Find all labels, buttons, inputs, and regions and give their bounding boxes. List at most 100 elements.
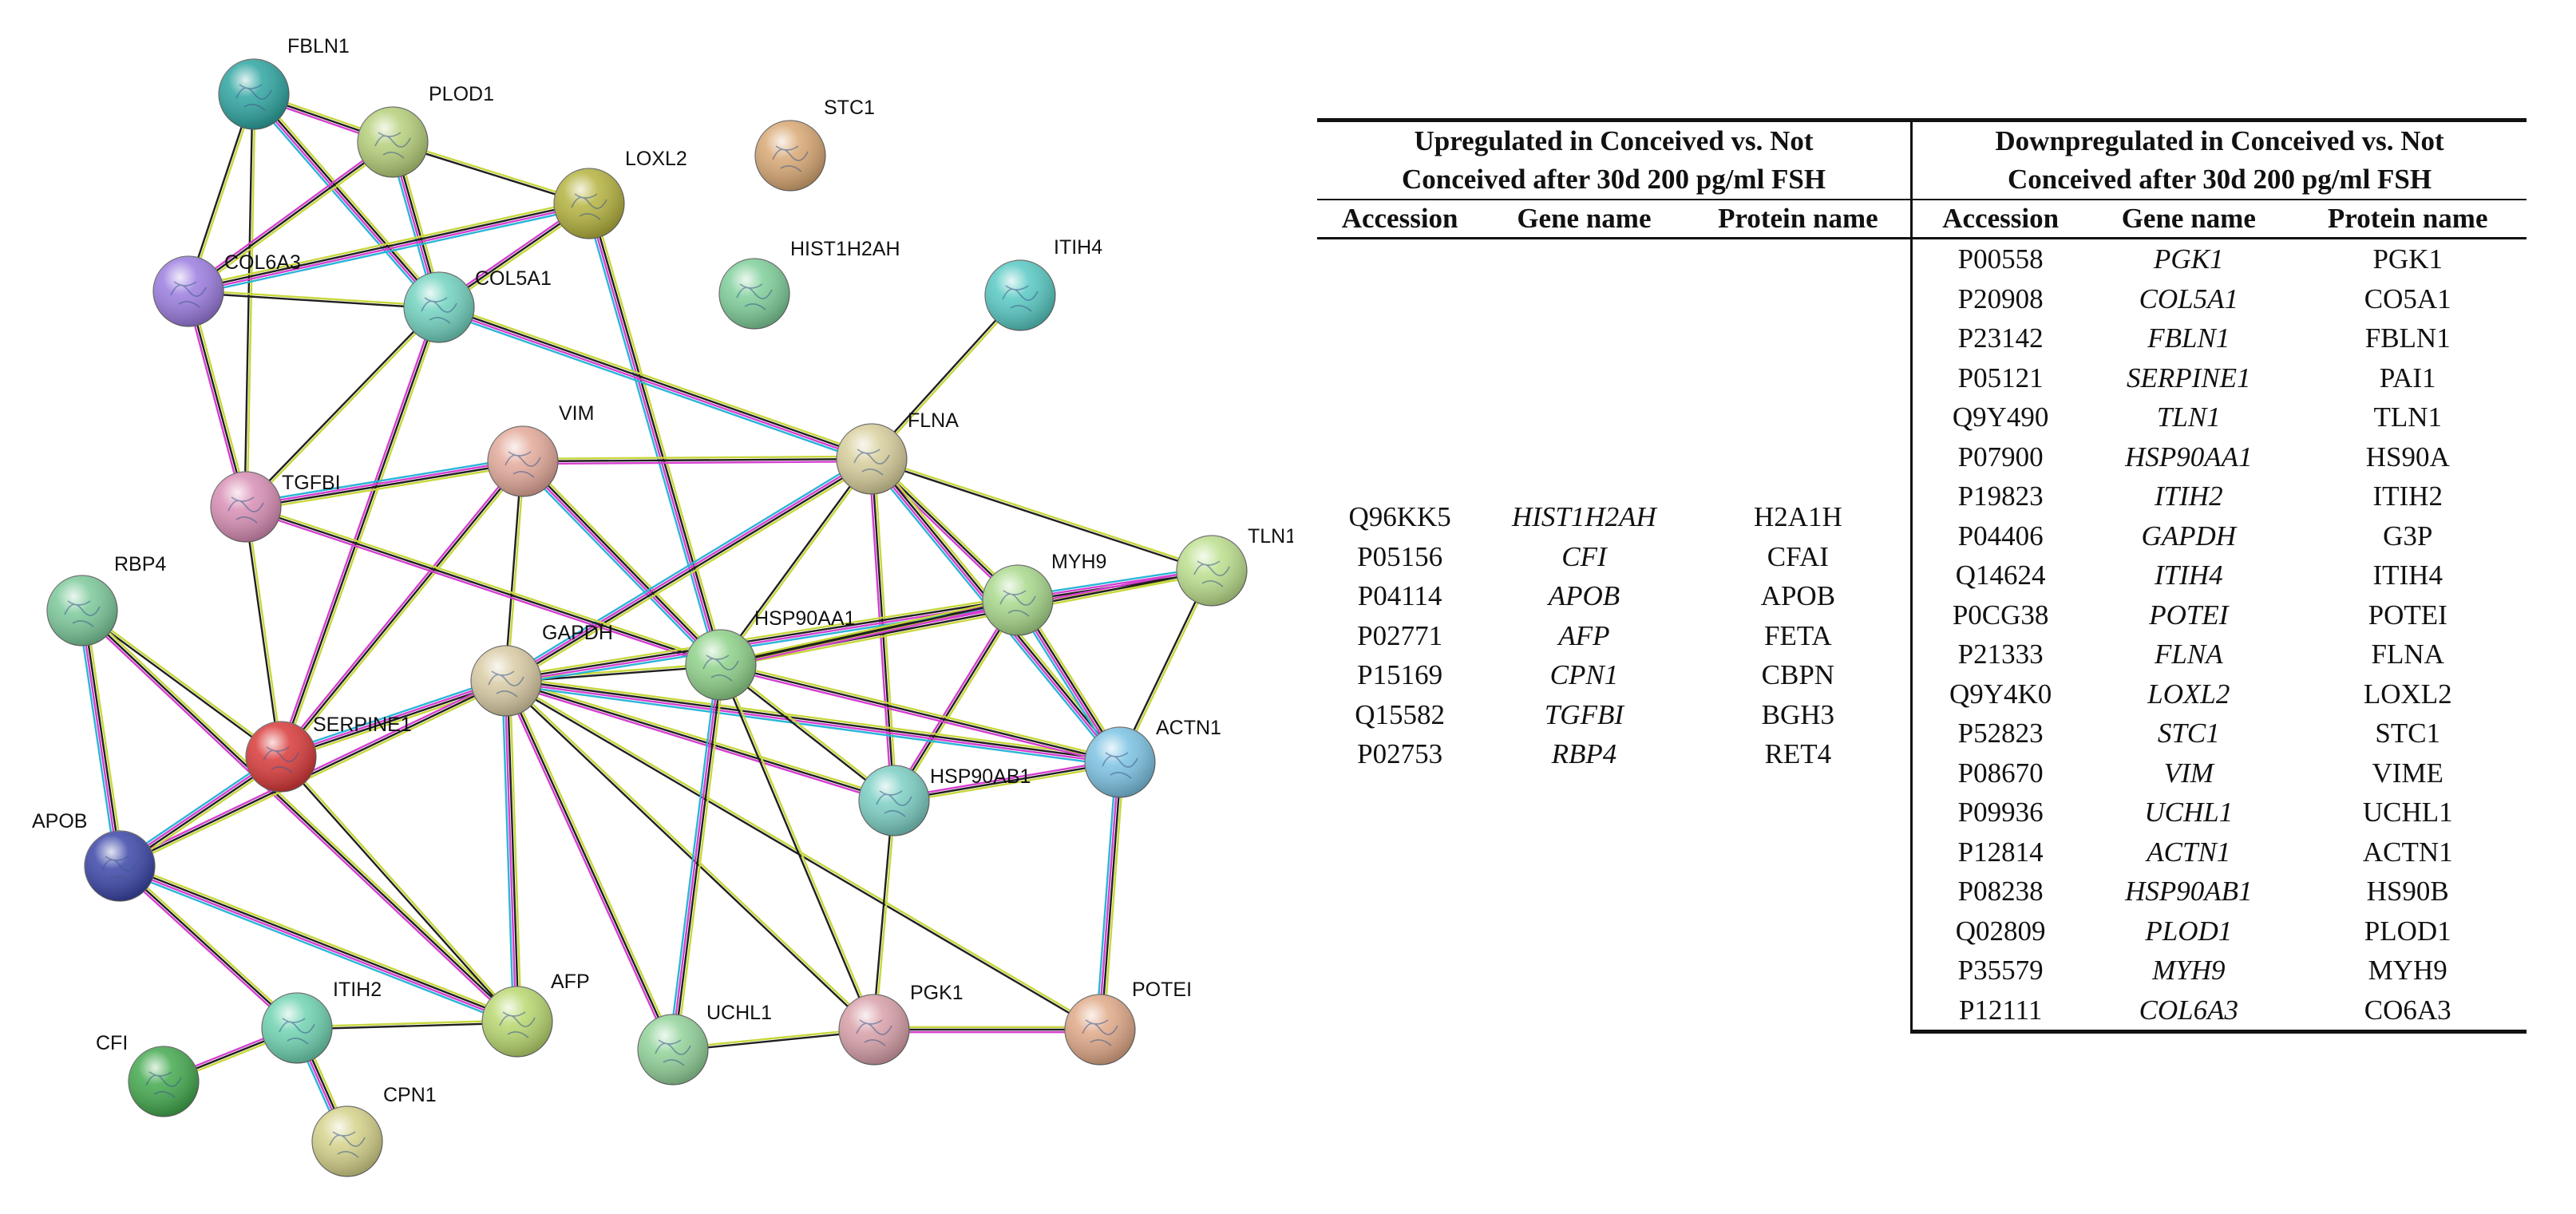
edge-pgk1-potei xyxy=(874,1026,1100,1034)
edge-apob-afp xyxy=(117,861,520,1026)
edge-evidence-line xyxy=(506,678,1121,762)
down-protein-cell: CO6A3 xyxy=(2289,990,2527,1034)
edge-evidence-line xyxy=(522,457,873,463)
node-apob[interactable]: APOB xyxy=(32,810,156,902)
node-plod1[interactable]: PLOD1 xyxy=(357,83,494,178)
node-gapdh[interactable]: GAPDH xyxy=(470,622,613,717)
node-serpine1[interactable]: SERPINE1 xyxy=(245,714,412,793)
protein-structure-icon xyxy=(999,590,1036,617)
node-pgk1[interactable]: PGK1 xyxy=(838,982,964,1066)
node-label: CPN1 xyxy=(383,1084,437,1106)
down-protein-cell: LOXL2 xyxy=(2363,678,2452,710)
node-tgfbi[interactable]: TGFBI xyxy=(210,471,341,543)
node-itih2[interactable]: ITIH2 xyxy=(261,979,382,1064)
edge-evidence-line xyxy=(251,94,439,309)
node-myh9[interactable]: MYH9 xyxy=(982,551,1106,636)
edge-evidence-line xyxy=(501,681,515,1022)
down-accession-cell: P12111 xyxy=(1910,990,2089,1034)
edge-gapdh-apob xyxy=(118,678,508,869)
edge-evidence-line xyxy=(720,596,1018,664)
edge-col6a3-tgfbi xyxy=(184,290,250,508)
protein-structure-icon xyxy=(170,281,207,308)
protein-structure-icon xyxy=(1082,1019,1118,1046)
edge-hsp90aa1-pgk1 xyxy=(718,663,876,1031)
down-protein-cell: POTEI xyxy=(2368,599,2447,631)
down-protein-cell: ACTN1 xyxy=(2362,836,2453,868)
node-cpn1[interactable]: CPN1 xyxy=(311,1084,437,1177)
protein-structure-icon xyxy=(488,670,524,698)
edge-evidence-line xyxy=(245,505,722,666)
node-label: PGK1 xyxy=(910,982,964,1004)
edge-evidence-line xyxy=(188,291,439,310)
edge-evidence-line xyxy=(718,457,872,665)
node-itih4[interactable]: ITIH4 xyxy=(984,236,1102,331)
node-stc1[interactable]: STC1 xyxy=(754,97,875,192)
node-fbln1[interactable]: FBLN1 xyxy=(218,35,350,130)
up-gene-header: Gene name xyxy=(1482,199,1686,239)
edge-evidence-line xyxy=(79,611,516,1025)
edge-evidence-line xyxy=(1095,761,1118,1030)
node-col6a3[interactable]: COL6A3 xyxy=(152,251,301,327)
down-protein-cell: MYH9 xyxy=(2368,955,2447,986)
node-tln1[interactable]: TLN1 xyxy=(1176,525,1293,607)
node-label: AFP xyxy=(551,971,590,993)
node-label: COL6A3 xyxy=(224,251,301,274)
node-col5a1[interactable]: COL5A1 xyxy=(403,267,552,343)
node-hsp90aa1[interactable]: HSP90AA1 xyxy=(685,607,855,701)
edge-evidence-line xyxy=(120,682,508,869)
node-label: ITIH2 xyxy=(333,979,382,1001)
node-flna[interactable]: FLNA xyxy=(836,409,959,495)
node-actn1[interactable]: ACTN1 xyxy=(1084,717,1221,798)
edge-evidence-line xyxy=(189,290,250,507)
node-rbp4[interactable]: RBP4 xyxy=(46,553,166,647)
up-accession-header: Accession xyxy=(1317,199,1483,239)
protein-structure-icon xyxy=(655,1039,691,1066)
node-afp[interactable]: AFP xyxy=(481,971,590,1058)
edge-evidence-line xyxy=(437,310,871,464)
edge-evidence-line xyxy=(297,1022,518,1030)
edge-rbp4-afp xyxy=(79,607,520,1025)
edge-evidence-line xyxy=(507,461,875,686)
node-hsp90ab1[interactable]: HSP90AB1 xyxy=(858,765,1031,836)
edge-evidence-line xyxy=(505,681,874,1032)
node-label: TLN1 xyxy=(1248,525,1293,548)
edge-evidence-line xyxy=(523,460,873,465)
edge-evidence-line xyxy=(279,676,505,754)
edge-evidence-line xyxy=(506,461,525,682)
down-gene-cell: PLOD1 xyxy=(2145,915,2233,947)
node-vim[interactable]: VIM xyxy=(487,402,594,497)
edge-evidence-line xyxy=(245,457,523,504)
edge-evidence-line xyxy=(188,206,591,296)
edge-evidence-line xyxy=(83,607,520,1021)
node-label: COL5A1 xyxy=(475,267,552,290)
down-protein-cell: G3P xyxy=(2383,520,2433,552)
node-hist1h2ah[interactable]: HIST1H2AH xyxy=(718,238,900,330)
node-label: PLOD1 xyxy=(429,83,494,105)
edge-gapdh-pgk1 xyxy=(505,678,876,1032)
edge-hsp90aa1-uchl1 xyxy=(668,664,726,1050)
down-accession-cell: P08670 xyxy=(1910,753,2089,793)
edge-evidence-line xyxy=(117,868,516,1026)
edge-col6a3-col5a1 xyxy=(188,289,440,310)
protein-structure-icon xyxy=(228,496,264,524)
edge-tgfbi-serpine1 xyxy=(243,506,283,757)
node-potei[interactable]: POTEI xyxy=(1064,979,1192,1066)
down-protein-cell: PLOD1 xyxy=(2364,915,2451,947)
edge-hsp90aa1-actn1 xyxy=(719,661,1122,766)
edge-evidence-line xyxy=(281,681,507,759)
edge-myh9-hsp90ab1 xyxy=(891,598,1021,803)
node-uchl1[interactable]: UCHL1 xyxy=(637,1002,772,1085)
downregulated-header-line-1: Downpregulated in Conceived vs. Not xyxy=(1995,125,2444,156)
protein-structure-icon xyxy=(329,1131,366,1158)
node-label: HIST1H2AH xyxy=(790,238,900,260)
node-cfi[interactable]: CFI xyxy=(96,1032,200,1117)
node-loxl2[interactable]: LOXL2 xyxy=(553,148,687,239)
edge-evidence-line xyxy=(506,600,1019,683)
down-gene-cell: SERPINE1 xyxy=(2127,362,2251,393)
protein-structure-icon xyxy=(374,132,411,159)
up-protein-value: CFAI xyxy=(1767,540,1829,572)
down-protein-cell: ITIH4 xyxy=(2372,560,2443,591)
